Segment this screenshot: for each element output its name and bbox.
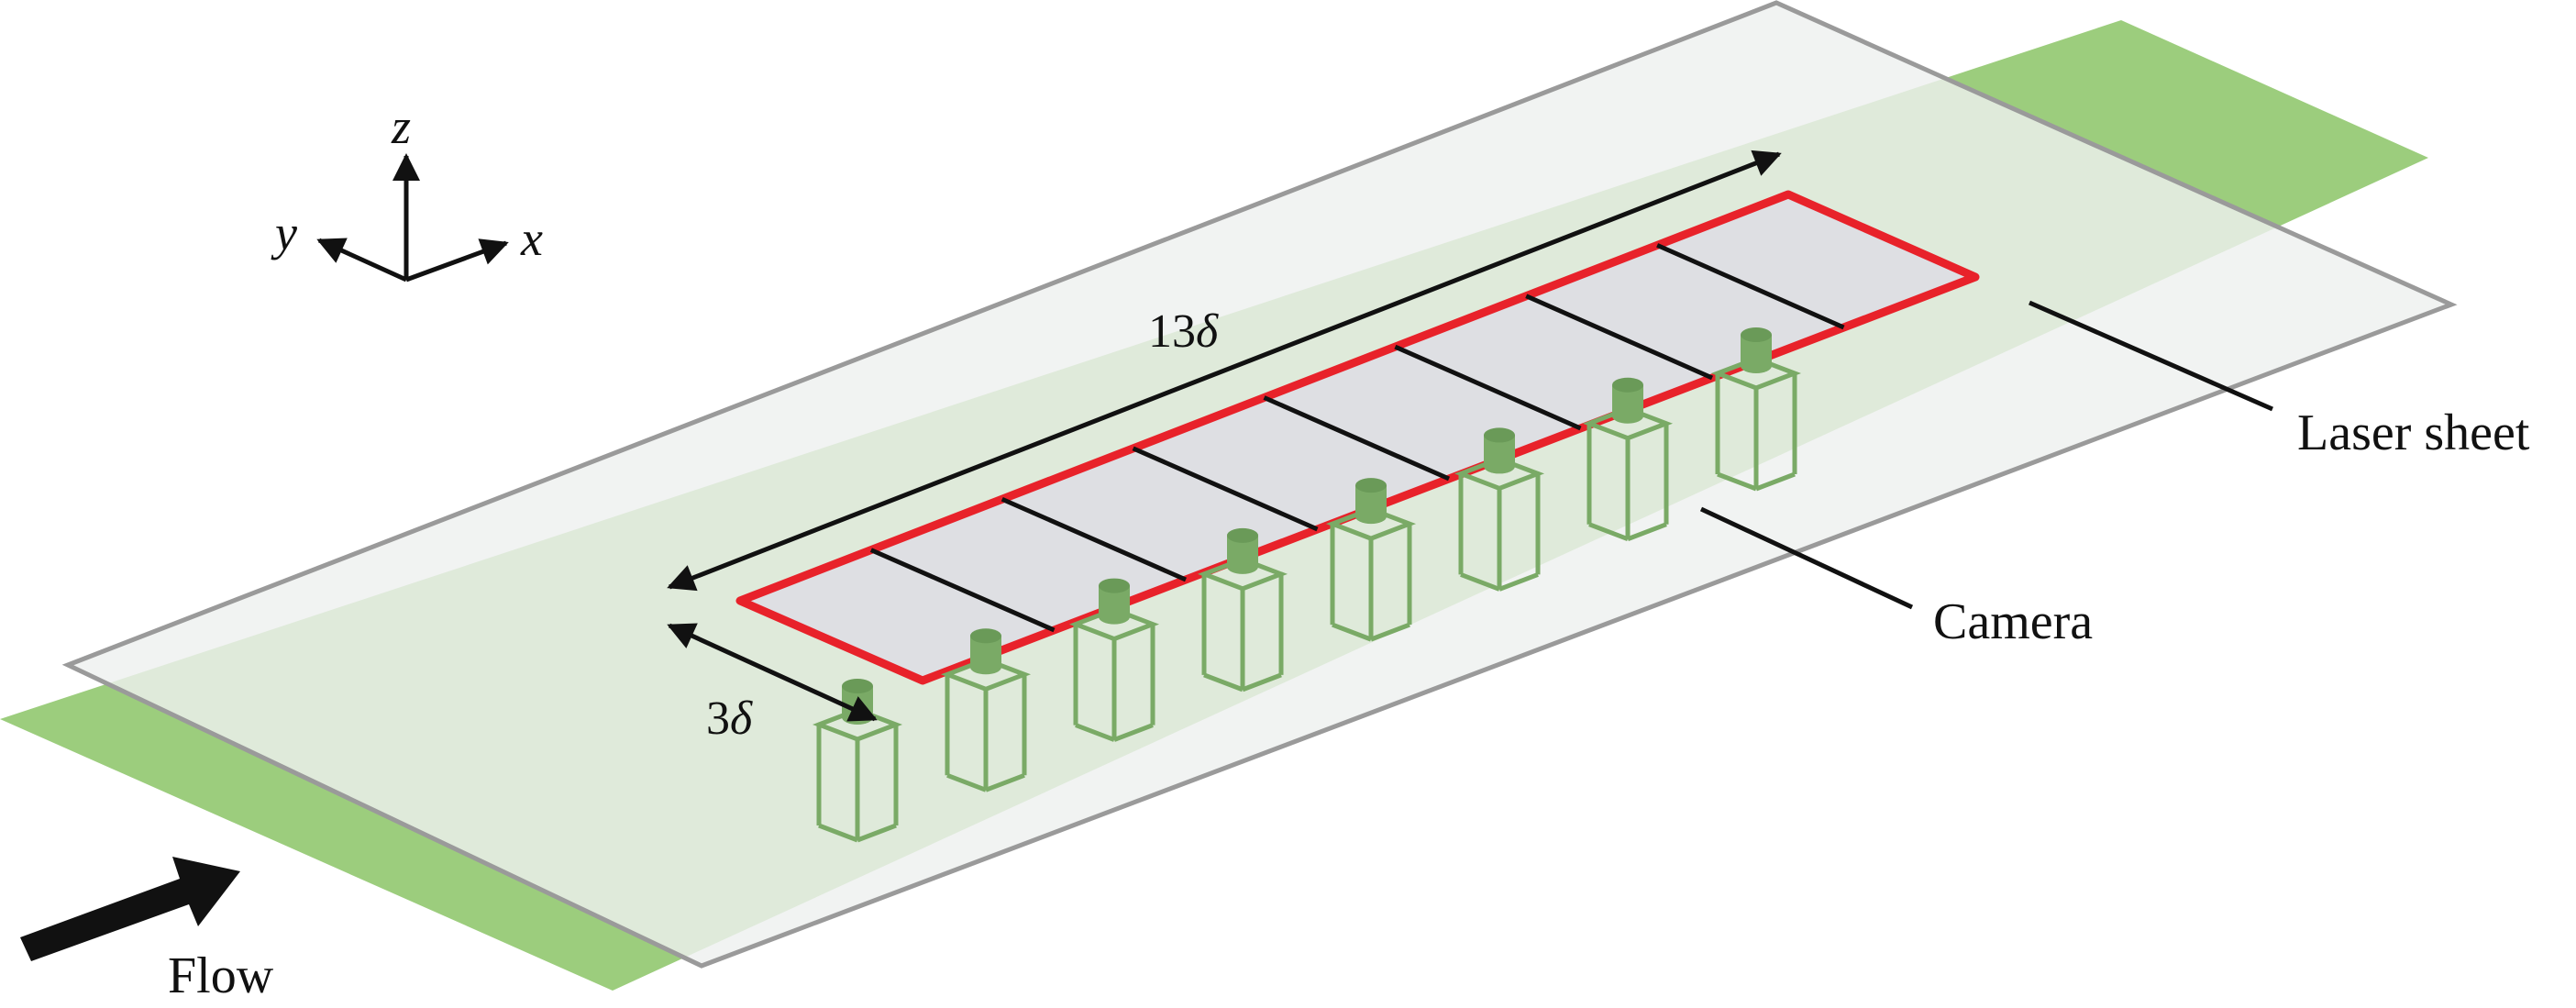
width-dimension-arrow — [667, 623, 878, 722]
flow-label: Flow — [168, 947, 274, 1004]
camera-body-edge — [1113, 723, 1154, 742]
camera-label: Camera — [1933, 593, 2093, 650]
x-axis-label: x — [520, 211, 543, 266]
camera-lens-base — [1484, 459, 1515, 474]
camera-lens-top — [1612, 377, 1643, 393]
camera-body-edge — [1203, 672, 1244, 692]
x-axis-arrow — [405, 238, 509, 282]
camera-body-edge — [818, 823, 858, 843]
laser-sheet-label: Laser sheet — [2297, 404, 2530, 461]
y-axis-arrow — [316, 238, 408, 282]
laser-sheet-leader-line — [2028, 300, 2274, 412]
camera-lens-base — [1355, 509, 1387, 525]
camera — [940, 628, 1032, 792]
camera-lens-base — [1227, 559, 1258, 574]
y-axis-label: y — [271, 205, 297, 260]
camera-lens-top — [1484, 427, 1515, 443]
camera-body-edge — [985, 772, 1025, 792]
camera-lens-top — [1741, 327, 1772, 342]
camera-leader-line — [1699, 506, 1914, 610]
camera-body-edge — [1332, 622, 1372, 642]
camera-lens-base — [970, 659, 1001, 675]
camera-lens-base — [1741, 359, 1772, 373]
camera-body-edge — [946, 772, 987, 792]
camera-lens-top — [842, 679, 873, 693]
length-dimension-arrow — [667, 150, 1782, 592]
camera-body-edge — [857, 823, 897, 843]
length-dimension-label: 13δ — [1148, 305, 1219, 358]
camera-body-edge — [1075, 723, 1115, 742]
camera-body-edge — [1242, 672, 1282, 692]
camera-lens-top — [970, 628, 1001, 644]
camera-lens-top — [1227, 527, 1258, 543]
width-dimension-label: 3δ — [706, 692, 753, 745]
camera-lens-top — [1355, 478, 1387, 493]
z-axis-label: z — [391, 99, 411, 154]
camera-lens-base — [1612, 408, 1643, 424]
camera-lens-top — [1099, 578, 1130, 593]
camera-lens-base — [1099, 609, 1130, 625]
coordinate-axes: z x y — [271, 99, 543, 282]
flow-arrow-icon — [20, 857, 240, 961]
camera-body-edge — [1370, 622, 1410, 642]
